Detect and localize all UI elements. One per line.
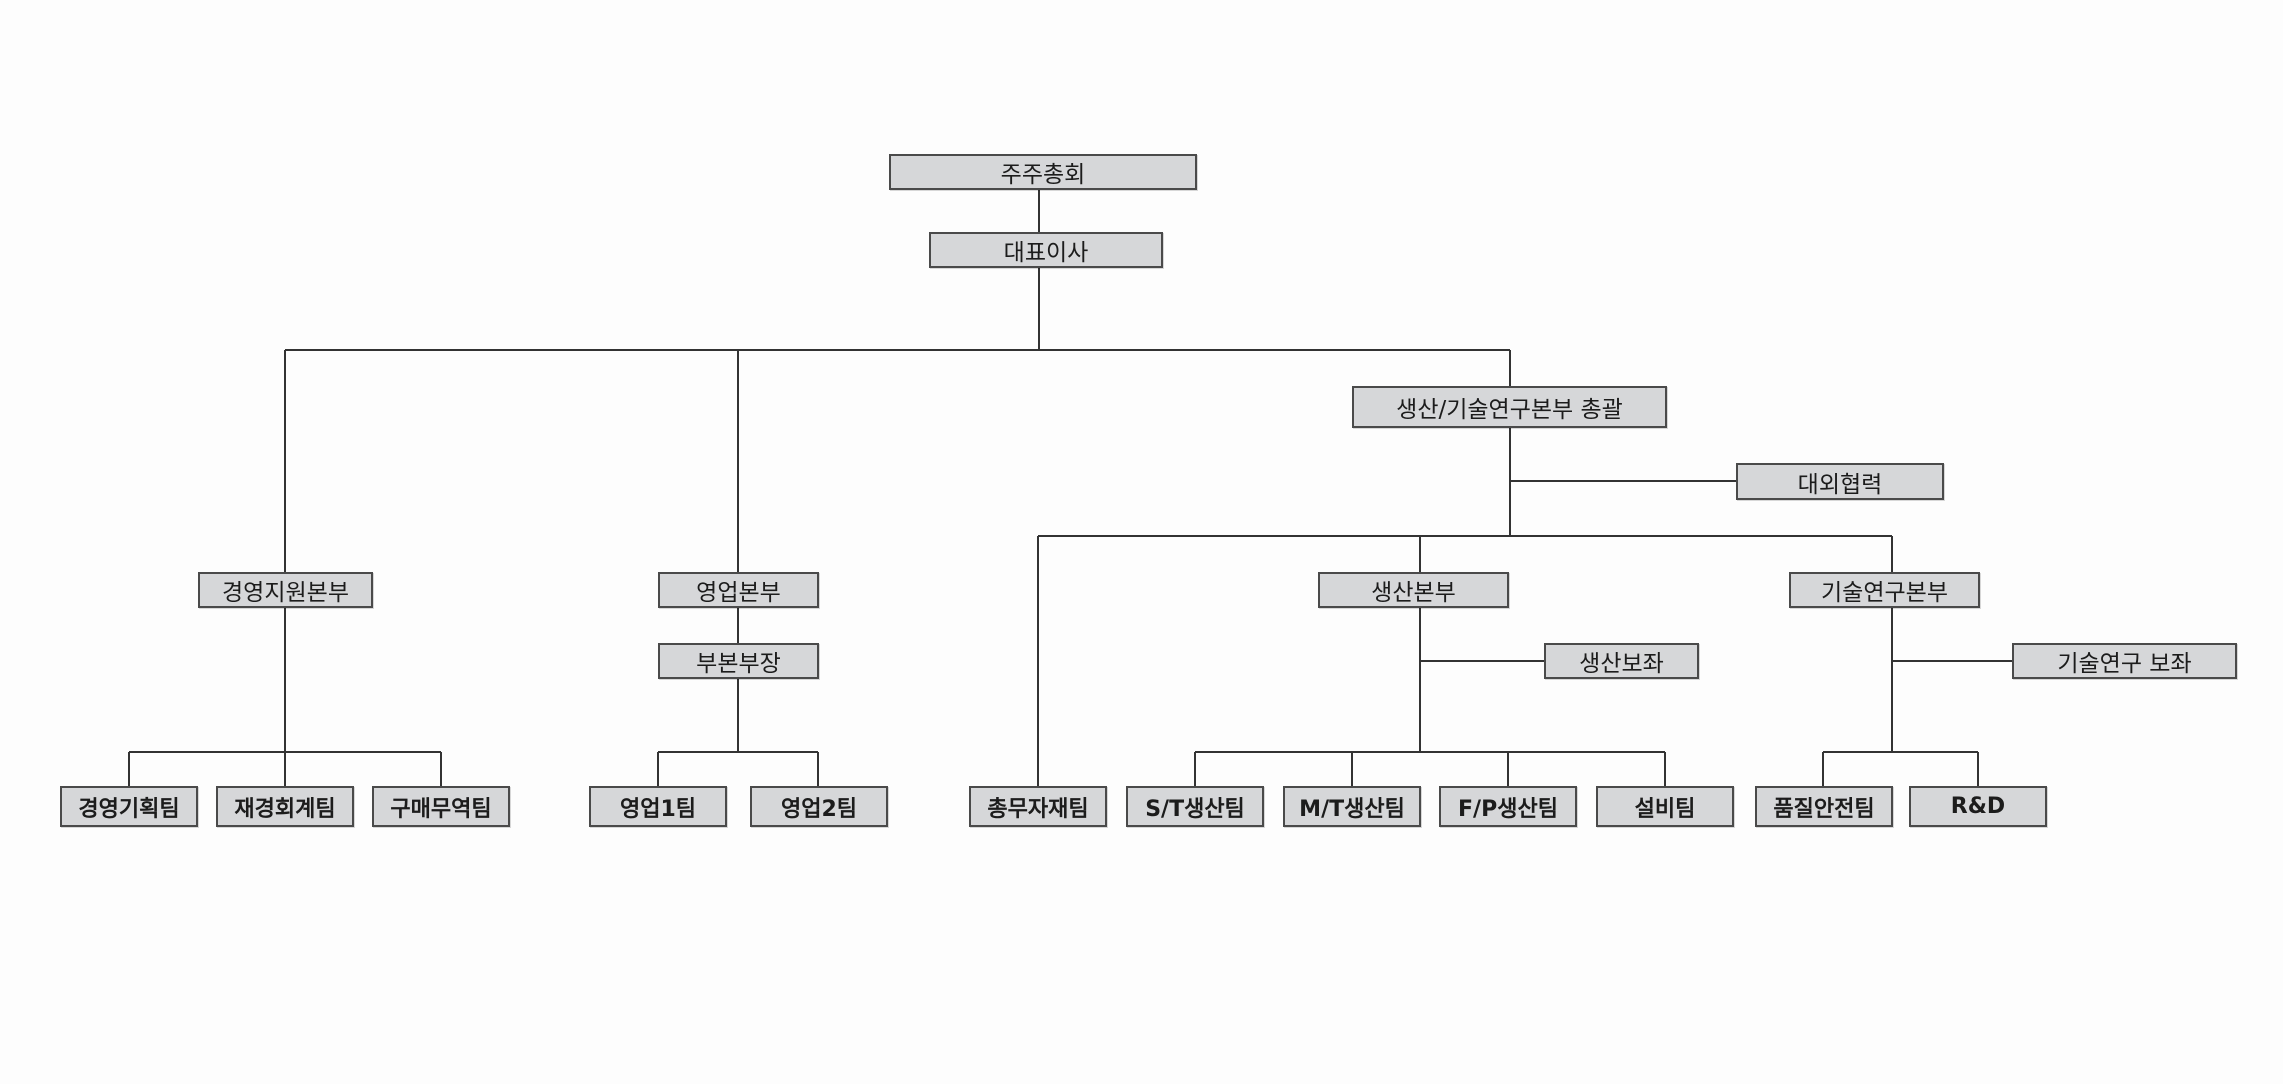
management-support-division-box: 경영지원본부 <box>198 572 373 608</box>
purchasing-trade-team-box: 구매무역팀 <box>372 786 510 827</box>
tech-research-assistant-box: 기술연구 보좌 <box>2012 643 2237 679</box>
quality-safety-team-box: 품질안전팀 <box>1755 786 1893 827</box>
sales2-team-box: 영업2팀 <box>750 786 888 827</box>
production-rd-head-box: 생산/기술연구본부 총괄 <box>1352 386 1667 428</box>
external-cooperation-box: 대외협력 <box>1736 463 1944 500</box>
facilities-team-box: 설비팀 <box>1596 786 1734 827</box>
fp-production-team-box: F/P생산팀 <box>1439 786 1577 827</box>
tech-research-division-box: 기술연구본부 <box>1789 572 1980 608</box>
shareholders-meeting-box: 주주총회 <box>889 154 1197 190</box>
ceo-box: 대표이사 <box>929 232 1163 268</box>
mgmt-planning-team-box: 경영기획팀 <box>60 786 198 827</box>
mt-production-team-box: M/T생산팀 <box>1283 786 1421 827</box>
finance-accounting-team-box: 재경회계팀 <box>216 786 354 827</box>
general-materials-team-box: 총무자재팀 <box>969 786 1107 827</box>
sales1-team-box: 영업1팀 <box>589 786 727 827</box>
production-assistant-box: 생산보좌 <box>1544 643 1699 679</box>
production-division-box: 생산본부 <box>1318 572 1509 608</box>
deputy-head-box: 부본부장 <box>658 643 819 679</box>
st-production-team-box: S/T생산팀 <box>1126 786 1264 827</box>
sales-division-box: 영업본부 <box>658 572 819 608</box>
rnd-team-box: R&D <box>1909 786 2047 827</box>
